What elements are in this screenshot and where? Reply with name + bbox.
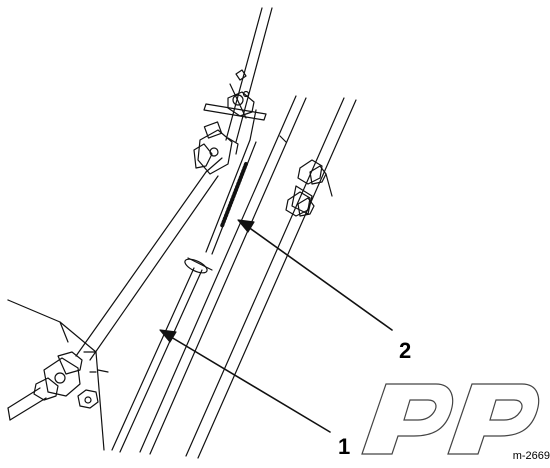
watermark-logo [361,383,540,455]
frame-tubes [139,95,357,459]
callout-label-1: 1 [338,434,351,459]
threaded-rod [205,109,257,255]
gear-housing [7,299,109,451]
hex-nut [77,371,99,409]
callout-label-2: 2 [399,338,412,363]
column-bracket [203,69,267,121]
figure-code: m-2669 [512,450,550,462]
main-shaft [75,171,219,361]
upper-column-rod [205,7,273,173]
tube-clamp [285,159,333,217]
output-shaft [7,387,47,421]
leader-arrow-1 [159,329,331,433]
leader-arrow-2 [237,219,393,331]
linkage-rod [111,257,213,453]
lower-universal-joint [33,351,83,401]
upper-universal-joint [193,121,239,175]
